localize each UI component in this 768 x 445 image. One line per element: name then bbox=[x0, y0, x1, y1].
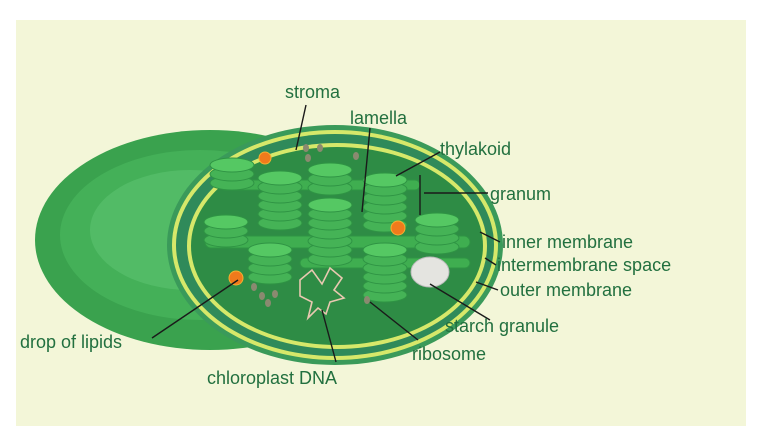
granum-stack bbox=[414, 212, 460, 255]
label-starch-granule: starch granule bbox=[445, 316, 559, 336]
label-chloroplast-dna: chloroplast DNA bbox=[207, 368, 337, 388]
label-lamella: lamella bbox=[350, 108, 408, 128]
lipid-drops bbox=[228, 151, 406, 286]
granum-stack bbox=[257, 170, 303, 231]
thylakoid-disc bbox=[362, 172, 408, 188]
thylakoid-disc bbox=[203, 214, 249, 230]
label-thylakoid: thylakoid bbox=[440, 139, 511, 159]
granum-stack bbox=[362, 172, 408, 233]
granum-stack bbox=[362, 242, 408, 303]
thylakoid-disc bbox=[307, 197, 353, 213]
thylakoid-disc bbox=[247, 242, 293, 258]
granum-stack bbox=[307, 197, 353, 267]
thylakoid-disc bbox=[414, 212, 460, 228]
label-outer-membrane: outer membrane bbox=[500, 280, 632, 300]
label-intermembrane-space: intermembrane space bbox=[497, 255, 671, 275]
label-stroma: stroma bbox=[285, 82, 341, 102]
label-granum: granum bbox=[490, 184, 551, 204]
grana bbox=[203, 157, 460, 303]
chloroplast-dna bbox=[299, 266, 346, 321]
granum-stack bbox=[307, 162, 353, 196]
label-drop-of-lipids: drop of lipids bbox=[20, 332, 122, 352]
thylakoid-disc bbox=[257, 170, 303, 186]
thylakoid-disc bbox=[307, 162, 353, 178]
thylakoid-disc bbox=[362, 242, 408, 258]
granum-stack bbox=[247, 242, 293, 285]
label-inner-membrane: inner membrane bbox=[502, 232, 633, 252]
leader-lines bbox=[151, 104, 501, 363]
thylakoid-disc bbox=[209, 157, 255, 173]
granum-stack bbox=[209, 157, 255, 191]
ribosomes bbox=[251, 144, 370, 307]
granum-stack bbox=[203, 214, 249, 248]
starch-granule bbox=[410, 256, 450, 288]
label-ribosome: ribosome bbox=[412, 344, 486, 364]
